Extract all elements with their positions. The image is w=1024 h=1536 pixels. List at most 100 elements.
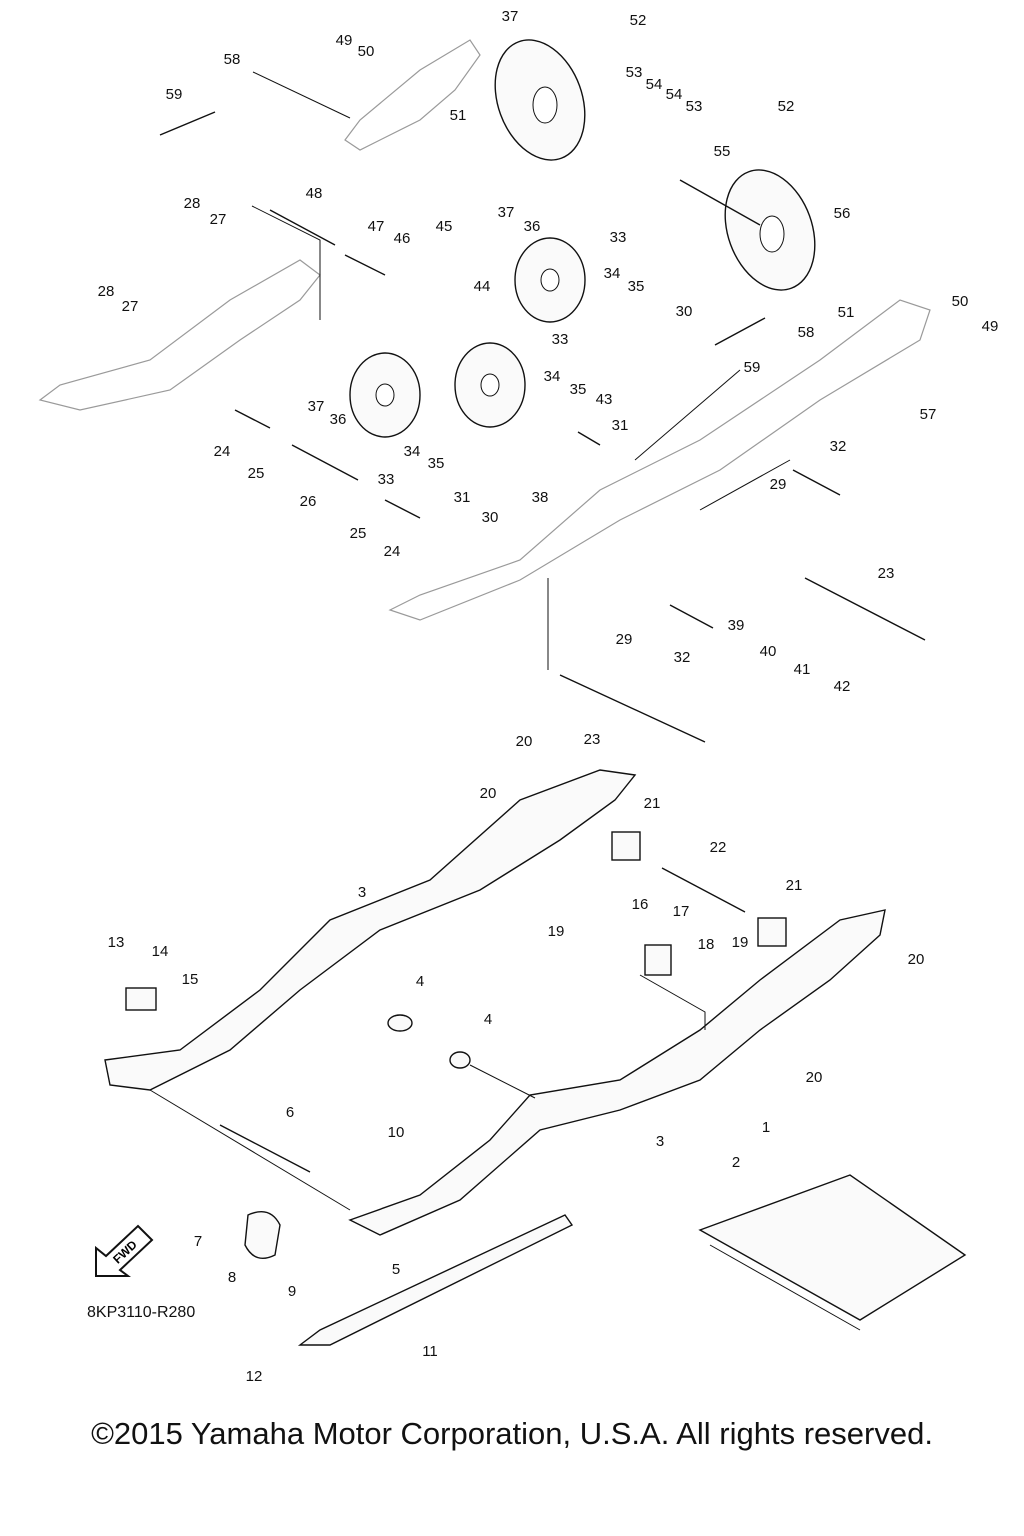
- callout-36b: 36: [330, 411, 347, 428]
- shaft-26: [291, 444, 359, 481]
- callout-54b: 54: [666, 86, 683, 103]
- callout-30a: 30: [676, 303, 693, 320]
- upper-right-rail: [388, 299, 931, 621]
- callout-48: 48: [306, 185, 323, 202]
- callout-32b: 32: [674, 649, 691, 666]
- callout-37a: 37: [502, 8, 519, 25]
- callout-3a: 3: [358, 884, 366, 901]
- bolt-59-right: [714, 317, 766, 346]
- callout-39: 39: [728, 617, 745, 634]
- diagram-code: 8KP3110-R280: [87, 1304, 196, 1321]
- callout-25b: 25: [350, 525, 367, 542]
- block-21-lower: [757, 917, 787, 947]
- tube-43: [577, 431, 601, 446]
- callout-2: 2: [732, 1154, 740, 1171]
- callout-1: 1: [762, 1119, 770, 1136]
- callout-53a: 53: [626, 64, 643, 81]
- callout-16: 16: [632, 896, 649, 913]
- callout-58b: 58: [798, 324, 815, 341]
- callout-57: 57: [920, 406, 937, 423]
- callout-31a: 31: [612, 417, 629, 434]
- callout-34a: 34: [604, 265, 621, 282]
- bolt-23-lower: [559, 674, 706, 743]
- callout-50b: 50: [952, 293, 969, 310]
- callout-40: 40: [760, 643, 777, 660]
- callout-7: 7: [194, 1233, 202, 1250]
- callout-28b: 28: [98, 283, 115, 300]
- fwd-arrow-icon: FWD: [95, 1224, 154, 1277]
- callout-15: 15: [182, 971, 199, 988]
- bolt-32-lower: [669, 604, 714, 629]
- callout-46: 46: [394, 230, 411, 247]
- callout-20d: 20: [806, 1069, 823, 1086]
- slider-11: [297, 1214, 574, 1346]
- callout-50a: 50: [358, 43, 375, 60]
- callout-30b: 30: [482, 509, 499, 526]
- callout-56: 56: [834, 205, 851, 222]
- callout-29a: 29: [770, 476, 787, 493]
- callout-8: 8: [228, 1269, 236, 1286]
- callout-17: 17: [673, 903, 690, 920]
- bolt-23-upper: [804, 577, 926, 641]
- callout-11: 11: [422, 1343, 438, 1360]
- callout-3b: 3: [656, 1133, 664, 1150]
- idler-wheel-33-b: [454, 342, 526, 428]
- slide-rail-3-rear: [104, 769, 637, 1091]
- bolt-32-upper: [792, 469, 841, 496]
- callout-23b: 23: [584, 731, 601, 748]
- callout-31b: 31: [454, 489, 471, 506]
- callout-36a: 36: [524, 218, 541, 235]
- block-21-upper: [611, 831, 641, 861]
- callout-34c: 34: [404, 443, 421, 460]
- callout-23a: 23: [878, 565, 895, 582]
- callout-58a: 58: [224, 51, 241, 68]
- tube-24b: [384, 499, 421, 519]
- callout-33c: 33: [378, 471, 395, 488]
- sprocket-52-right: [724, 169, 816, 291]
- callout-27a: 27: [210, 211, 227, 228]
- callout-52b: 52: [778, 98, 795, 115]
- callout-37c: 37: [308, 398, 325, 415]
- upper-left-rail: [38, 259, 321, 411]
- upper-top-rail: [344, 39, 481, 151]
- parts-diagram: 1 2 3 3 4 4 5 6 7 8 9 10 11 12 13 14 15 …: [38, 8, 999, 1385]
- callout-51b: 51: [838, 304, 855, 321]
- callout-20b: 20: [480, 785, 497, 802]
- shaft-6: [219, 1124, 311, 1173]
- callout-44: 44: [474, 278, 491, 295]
- callout-53b: 53: [686, 98, 703, 115]
- callout-35b: 35: [570, 381, 587, 398]
- callout-54a: 54: [646, 76, 663, 93]
- callout-27b: 27: [122, 298, 139, 315]
- shaft-48: [269, 209, 336, 246]
- idler-wheel-33-c: [349, 352, 421, 438]
- bolt-59-left: [159, 111, 216, 136]
- callout-49a: 49: [336, 32, 353, 49]
- callout-20c: 20: [908, 951, 925, 968]
- block-14: [125, 987, 157, 1011]
- callout-49b: 49: [982, 318, 999, 335]
- washer-4-left: [387, 1014, 413, 1032]
- callout-43: 43: [596, 391, 613, 408]
- callout-35c: 35: [428, 455, 445, 472]
- tube-22: [661, 867, 746, 913]
- washer-4-right: [449, 1051, 471, 1069]
- callout-59b: 59: [744, 359, 761, 376]
- callout-29b: 29: [616, 631, 633, 648]
- callout-38: 38: [532, 489, 549, 506]
- callout-24b: 24: [384, 543, 401, 560]
- shaft-55: [679, 179, 761, 226]
- callout-6: 6: [286, 1104, 294, 1121]
- callout-5: 5: [392, 1261, 400, 1278]
- callout-labels: 1 2 3 3 4 4 5 6 7 8 9 10 11 12 13 14 15 …: [98, 8, 999, 1385]
- callout-12: 12: [246, 1368, 263, 1385]
- copyright-notice: ©2015 Yamaha Motor Corporation, U.S.A. A…: [91, 1416, 933, 1451]
- callout-24a: 24: [214, 443, 231, 460]
- callout-25a: 25: [248, 465, 265, 482]
- tube-47: [344, 254, 386, 276]
- callout-22: 22: [710, 839, 727, 856]
- callout-21b: 21: [786, 877, 803, 894]
- callout-18: 18: [698, 936, 715, 953]
- callout-33a: 33: [610, 229, 627, 246]
- callout-19a: 19: [548, 923, 565, 940]
